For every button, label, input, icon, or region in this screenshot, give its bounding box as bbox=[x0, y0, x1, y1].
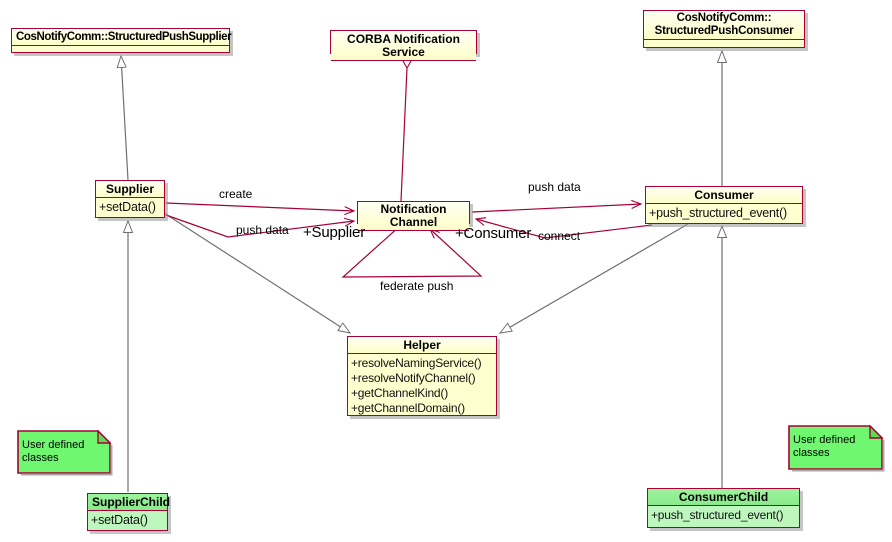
note-user-defined-classes-left[interactable]: User defined classes bbox=[17, 429, 113, 476]
note-user-defined-classes-right[interactable]: User defined classes bbox=[788, 424, 885, 472]
method-push-structured-event: +push_structured_event() bbox=[649, 206, 787, 220]
note-text: User defined classes bbox=[22, 439, 85, 464]
attributes-compartment bbox=[331, 60, 476, 65]
method-setdata: +setData() bbox=[99, 200, 156, 214]
class-supplierchild[interactable]: SupplierChild +setData() bbox=[87, 493, 170, 531]
edge-supplier-to-helper-generalization[interactable] bbox=[163, 212, 350, 333]
class-consumerchild[interactable]: ConsumerChild +push_structured_event() bbox=[647, 488, 800, 528]
method-setdata: +setData() bbox=[91, 513, 148, 527]
edge-label-push-data-consumer: push data bbox=[528, 180, 581, 194]
method-get-channel-kind: +getChannelKind() bbox=[351, 386, 449, 400]
class-title: Helper bbox=[348, 337, 496, 353]
methods-compartment: +push_structured_event() bbox=[646, 203, 802, 223]
attributes-compartment bbox=[644, 39, 804, 44]
note-shape bbox=[17, 429, 113, 476]
edge-connect-association[interactable] bbox=[474, 217, 653, 239]
note-fold-icon bbox=[97, 429, 112, 444]
class-title-line1: CosNotifyComm:: bbox=[676, 12, 772, 24]
class-structuredpushsupplier[interactable]: CosNotifyComm::StructuredPushSupplier bbox=[11, 28, 232, 53]
edge-supplier-to-structuredpushsupplier-generalization[interactable] bbox=[121, 56, 129, 181]
edge-label-connect: connect bbox=[538, 229, 581, 243]
methods-compartment: +push_structured_event() bbox=[648, 505, 799, 525]
edge-federate-push-self-association[interactable] bbox=[341, 225, 483, 278]
method-push-structured-event: +push_structured_event() bbox=[651, 508, 784, 522]
class-supplier[interactable]: Supplier +setData() bbox=[95, 180, 165, 218]
class-title: SupplierChild bbox=[88, 494, 170, 510]
class-notification-channel[interactable]: Notification Channel bbox=[357, 201, 470, 231]
edge-label-create: create bbox=[219, 187, 253, 201]
edge-role-label-consumer: +Consumer bbox=[455, 225, 532, 242]
class-title: ConsumerChild bbox=[648, 489, 799, 505]
attributes-compartment bbox=[12, 45, 229, 50]
method-resolve-notify-channel: +resolveNotifyChannel() bbox=[351, 371, 476, 385]
edge-create-association[interactable] bbox=[165, 202, 356, 216]
class-consumer[interactable]: Consumer +push_structured_event() bbox=[645, 186, 803, 224]
edge-push-data-supplier-association[interactable] bbox=[165, 214, 356, 238]
class-title: CORBA Notification Service bbox=[331, 31, 476, 60]
methods-compartment: +setData() bbox=[88, 510, 167, 530]
note-text: User defined classes bbox=[793, 434, 856, 459]
class-helper[interactable]: Helper +resolveNamingService() +resolveN… bbox=[347, 336, 497, 416]
methods-compartment: +resolveNamingService() +resolveNotifyCh… bbox=[348, 353, 496, 418]
class-corba-notification-service[interactable]: CORBA Notification Service bbox=[330, 30, 477, 61]
class-title: CosNotifyComm::StructuredPushSupplier bbox=[12, 29, 232, 45]
method-get-channel-domain: +getChannelDomain() bbox=[351, 401, 465, 415]
class-structuredpushconsumer[interactable]: CosNotifyComm:: StructuredPushConsumer bbox=[643, 10, 805, 48]
class-title: Supplier bbox=[96, 181, 164, 197]
edge-label-federate-push: federate push bbox=[380, 279, 454, 293]
edge-label-push-data-supplier: push data bbox=[236, 223, 289, 237]
methods-compartment: +setData() bbox=[96, 197, 164, 217]
note-shape bbox=[788, 424, 885, 472]
class-title: Consumer bbox=[646, 187, 802, 203]
edge-consumer-to-helper-generalization[interactable] bbox=[500, 223, 689, 333]
edge-push-data-consumer-association[interactable] bbox=[471, 199, 643, 213]
edge-corba-service-to-channel-aggregation[interactable] bbox=[400, 67, 408, 202]
class-title-line2: StructuredPushConsumer bbox=[654, 25, 794, 37]
attributes-compartment bbox=[358, 230, 469, 235]
edge-role-label-supplier: +Supplier bbox=[303, 224, 365, 241]
class-title: Notification Channel bbox=[358, 202, 469, 230]
method-resolve-naming-service: +resolveNamingService() bbox=[351, 356, 482, 370]
note-fold-icon bbox=[869, 424, 884, 439]
class-title: CosNotifyComm:: StructuredPushConsumer bbox=[644, 11, 804, 39]
